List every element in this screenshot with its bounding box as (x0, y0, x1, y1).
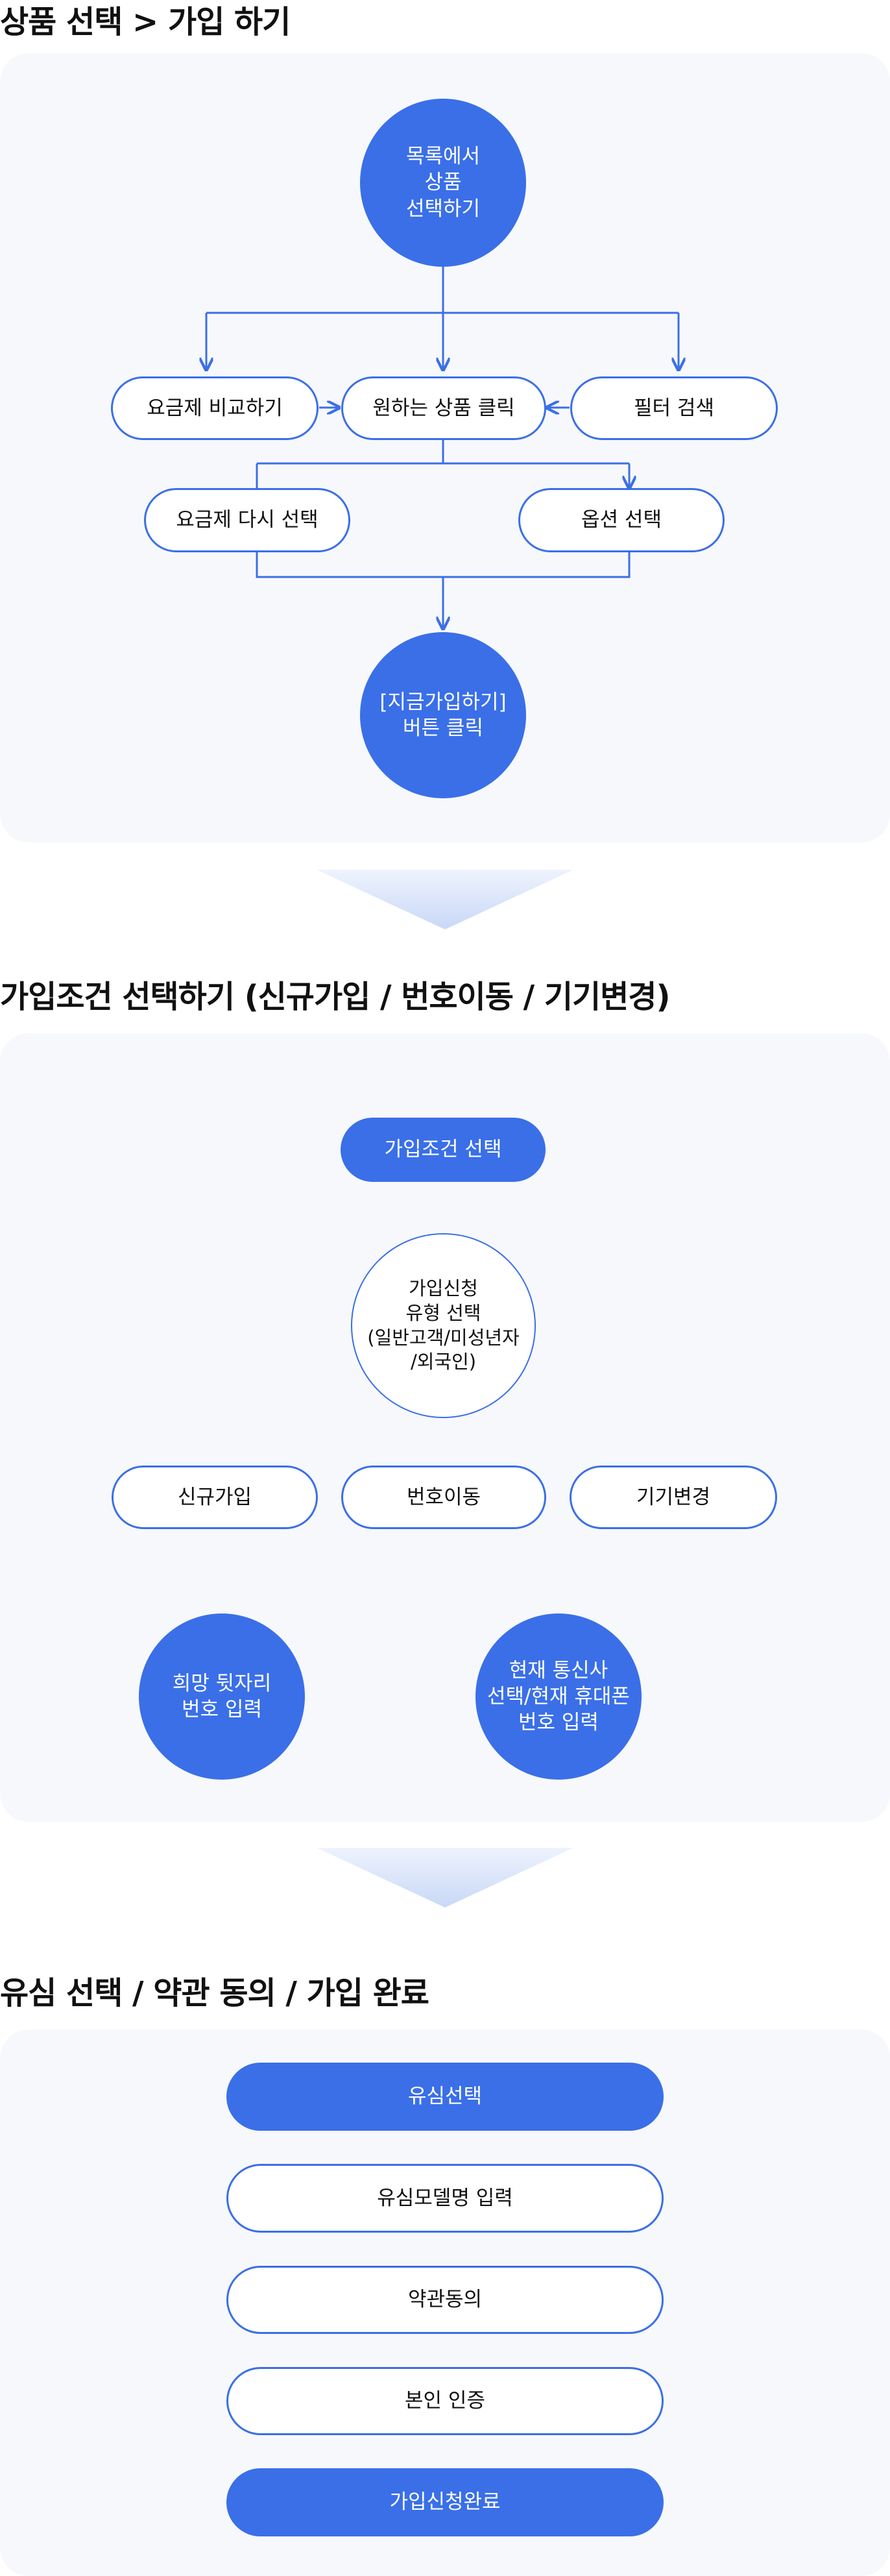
usim-select-step: 유심선택 (226, 2063, 664, 2131)
filter-search-node: 필터 검색 (570, 376, 778, 440)
click-product-node: 원하는 상품 클릭 (341, 376, 546, 440)
chevron-down-icon (317, 1848, 573, 1907)
identity-verify-step: 본인 인증 (226, 2367, 664, 2435)
device-change-node: 기기변경 (570, 1466, 777, 1529)
join-condition-node: 가입조건 선택 (341, 1118, 546, 1182)
desired-number-node: 희망 뒷자리 번호 입력 (139, 1613, 305, 1780)
number-port-node: 번호이동 (341, 1466, 546, 1529)
select-option-node: 옵션 선택 (518, 488, 725, 552)
join-button-node: [지금가입하기] 버튼 클릭 (360, 632, 526, 798)
section3-title: 유심 선택 / 약관 동의 / 가입 완료 (0, 1975, 429, 2011)
chevron-down-icon (317, 870, 573, 929)
select-product-node: 목록에서 상품 선택하기 (360, 99, 526, 267)
reselect-plan-node: 요금제 다시 선택 (144, 488, 350, 552)
section1-title: 상품 선택 > 가입 하기 (0, 4, 291, 40)
applicant-type-node: 가입신청 유형 선택 (일반고객/미성년자 /외국인) (351, 1233, 536, 1418)
new-subscription-node: 신규가입 (112, 1466, 318, 1529)
terms-agree-step: 약관동의 (226, 2266, 664, 2334)
join-complete-step: 가입신청완료 (226, 2468, 664, 2536)
compare-plan-node: 요금제 비교하기 (111, 376, 319, 440)
section2-title: 가입조건 선택하기 (신규가입 / 번호이동 / 기기변경) (0, 979, 670, 1015)
current-carrier-node: 현재 통신사 선택/현재 휴대폰 번호 입력 (475, 1613, 642, 1780)
usim-model-step: 유심모델명 입력 (226, 2164, 664, 2233)
